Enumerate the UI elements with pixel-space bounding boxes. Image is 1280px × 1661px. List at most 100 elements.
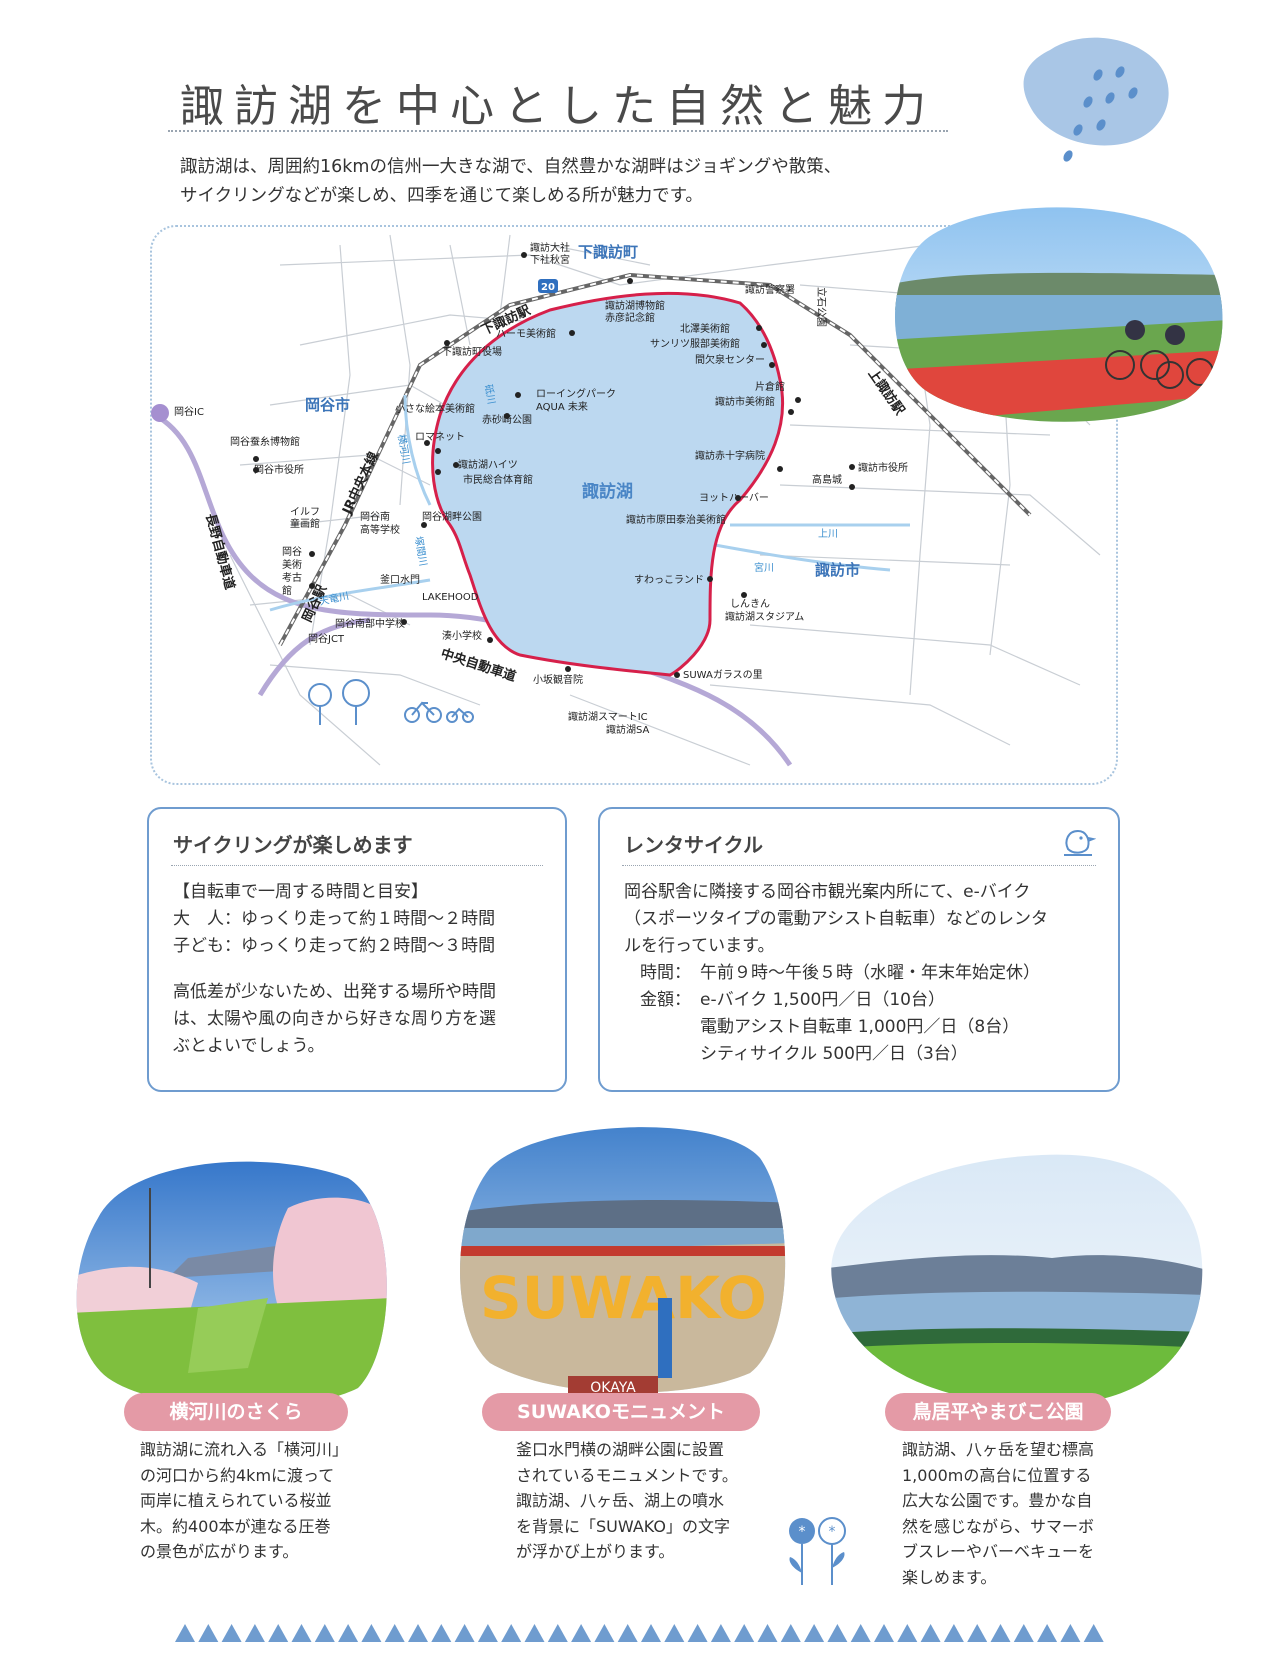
- place-label: 諏訪市役所: [858, 461, 908, 474]
- place-label: ヨットハーバー: [699, 492, 769, 504]
- triangle-mark: [314, 1624, 335, 1642]
- place-label: 諏訪赤十字病院: [695, 449, 765, 462]
- rental-body-line: 岡谷駅舎に隣接する岡谷市観光案内所にて、e-バイク: [624, 882, 1031, 902]
- place-label: 諏訪警察署: [745, 283, 795, 296]
- rental-title: レンタサイクル: [624, 833, 763, 857]
- place-label: 間欠泉センター: [695, 353, 765, 366]
- river-label: 上川: [818, 528, 838, 540]
- place-label: 岡谷: [282, 546, 302, 558]
- city-okaya: 岡谷市: [305, 396, 350, 414]
- cycling-note-line: ぶとよいでしょう。: [173, 1036, 325, 1056]
- rental-info-box: レンタサイクル 岡谷駅舎に隣接する岡谷市観光案内所にて、e-バイク （スポーツタ…: [598, 807, 1120, 1092]
- price-label: 金額：: [640, 990, 691, 1010]
- place-label: 館: [282, 584, 292, 597]
- place-label: 童画館: [290, 517, 320, 530]
- desc-line: 諏訪湖に流れ入る「横河川」: [140, 1440, 349, 1459]
- spot-desc-park: 諏訪湖、八ヶ岳を望む標高 1,000mの高台に位置する 広大な公園です。豊かな自…: [902, 1437, 1094, 1590]
- rental-body-line: （スポーツタイプの電動アシスト自転車）などのレンタ: [624, 909, 1048, 929]
- page-title: 諏訪湖を中心とした自然と魅力: [180, 81, 936, 132]
- place-label: 諏訪湖博物館: [605, 299, 665, 312]
- divider: [171, 865, 543, 866]
- svg-text:*: *: [799, 1524, 806, 1540]
- place-label: 赤彦記念館: [605, 311, 655, 324]
- intro-line: 諏訪湖は、周囲約16kmの信州一大きな湖で、自然豊かな湖畔はジョギングや散策、: [180, 157, 842, 177]
- triangle-mark: [477, 1624, 498, 1642]
- triangle-mark: [454, 1624, 475, 1642]
- lake-map: 20 岡谷市 諏訪市 下諏訪町 諏訪湖 JR中央本線 下諏訪駅 上諏訪駅 岡谷駅…: [151, 234, 1101, 767]
- place-label: 下諏訪町役場: [442, 345, 502, 358]
- spot-label-park: 鳥居平やまびこ公園: [885, 1393, 1111, 1431]
- desc-line: されているモニュメントです。: [516, 1465, 738, 1485]
- desc-line: 釜口水門横の湖畔公園に設置: [516, 1440, 725, 1459]
- triangle-mark: [897, 1624, 918, 1642]
- triangle-mark: [943, 1624, 964, 1642]
- city-suwa: 諏訪市: [815, 561, 860, 579]
- place-label: 釜口水門: [380, 573, 420, 586]
- triangle-mark: [361, 1624, 382, 1642]
- triangle-mark: [594, 1624, 615, 1642]
- place-label: ロマネット: [415, 431, 465, 443]
- miyagawa-river: [714, 543, 891, 572]
- triangle-mark: [827, 1624, 848, 1642]
- chuo-expressway: [257, 617, 371, 697]
- place-label: すわっこランド: [634, 574, 704, 586]
- hours-label: 時間：: [640, 963, 691, 983]
- suwako-monument-photo: SUWAKO OKAYA: [460, 1127, 786, 1398]
- place-label: 諏訪湖SA: [606, 723, 650, 736]
- triangle-mark: [710, 1624, 731, 1642]
- place-label: 岡谷JCT: [308, 633, 345, 645]
- place-label: 諏訪湖ハイツ: [458, 458, 518, 471]
- tree-icon: [308, 679, 370, 725]
- yokokawa-river: [403, 394, 432, 506]
- triangle-mark: [1060, 1624, 1081, 1642]
- jr-line-label: JR中央本線: [339, 448, 383, 517]
- cycling-route: [431, 291, 785, 677]
- flower-icon: * *: [789, 1517, 846, 1585]
- triangle-mark: [757, 1624, 778, 1642]
- place-label: イルフ: [290, 507, 320, 518]
- okaya-sign: OKAYA: [590, 1380, 636, 1396]
- cycling-note-line: は、太陽や風の向きから好きな周り方を選: [173, 1009, 496, 1029]
- triangle-mark: [268, 1624, 289, 1642]
- place-label: 諏訪大社: [530, 241, 570, 254]
- place-label: 立石公園: [815, 287, 828, 327]
- spot-desc-suwako: 釜口水門横の湖畔公園に設置 されているモニュメントです。 諏訪湖、八ヶ岳、湖上の…: [516, 1437, 738, 1565]
- hours-value: 午前９時〜午後５時（水曜・年末年始定休）: [700, 963, 1040, 983]
- place-label: 諏訪市美術館: [715, 395, 775, 408]
- intro-text: 諏訪湖は、周囲約16kmの信州一大きな湖で、自然豊かな湖畔はジョギングや散策、 …: [180, 153, 960, 211]
- place-label: 岡谷市役所: [254, 463, 304, 476]
- cycling-subtitle: 【自転車で一周する時間と目安】: [173, 882, 428, 902]
- triangle-mark: [571, 1624, 592, 1642]
- place-label: ハーモ美術館: [496, 327, 556, 340]
- desc-line: 楽しめます。: [902, 1567, 997, 1587]
- spot-label-suwako: SUWAKOモニュメント: [482, 1393, 760, 1431]
- route-20-badge: 20: [541, 282, 555, 293]
- title-divider: [168, 130, 948, 132]
- price-item: e-バイク 1,500円／日（10台）: [700, 990, 945, 1010]
- cycling-child-time: 子ども：ゆっくり走って約２時間〜３時間: [173, 936, 496, 956]
- place-label: 考古: [282, 571, 302, 584]
- desc-line: 両岸に植えられている桜並: [140, 1491, 332, 1510]
- place-dots: [253, 252, 855, 678]
- place-label: 岡谷南部中学校: [335, 617, 405, 630]
- place-label: 諏訪市原田泰治美術館: [626, 513, 726, 526]
- place-label: 北澤美術館: [680, 322, 730, 335]
- price-item: 電動アシスト自転車 1,000円／日（8台）: [700, 1017, 1020, 1037]
- place-label: 岡谷湖畔公園: [422, 510, 482, 523]
- yamabiko-park-photo: [831, 1154, 1203, 1406]
- triangle-mark: [664, 1624, 685, 1642]
- place-label: 美術: [282, 558, 302, 571]
- lake-name: 諏訪湖: [582, 481, 633, 502]
- triangle-mark: [780, 1624, 801, 1642]
- bird-icon: [1064, 829, 1096, 856]
- desc-line: を背景に「SUWAKO」の文字: [516, 1516, 730, 1536]
- place-label: 高島城: [812, 473, 842, 486]
- triangle-mark: [198, 1624, 219, 1642]
- desc-line: 1,000mの高台に位置する: [902, 1465, 1092, 1485]
- place-label: 岡谷IC: [174, 406, 204, 418]
- spot-label-sakura: 横河川のさくら: [124, 1393, 348, 1431]
- triangle-mark: [175, 1624, 195, 1642]
- place-label: 諏訪湖スタジアム: [725, 610, 804, 623]
- cycling-photo: [895, 207, 1223, 422]
- triangle-mark: [1083, 1624, 1104, 1642]
